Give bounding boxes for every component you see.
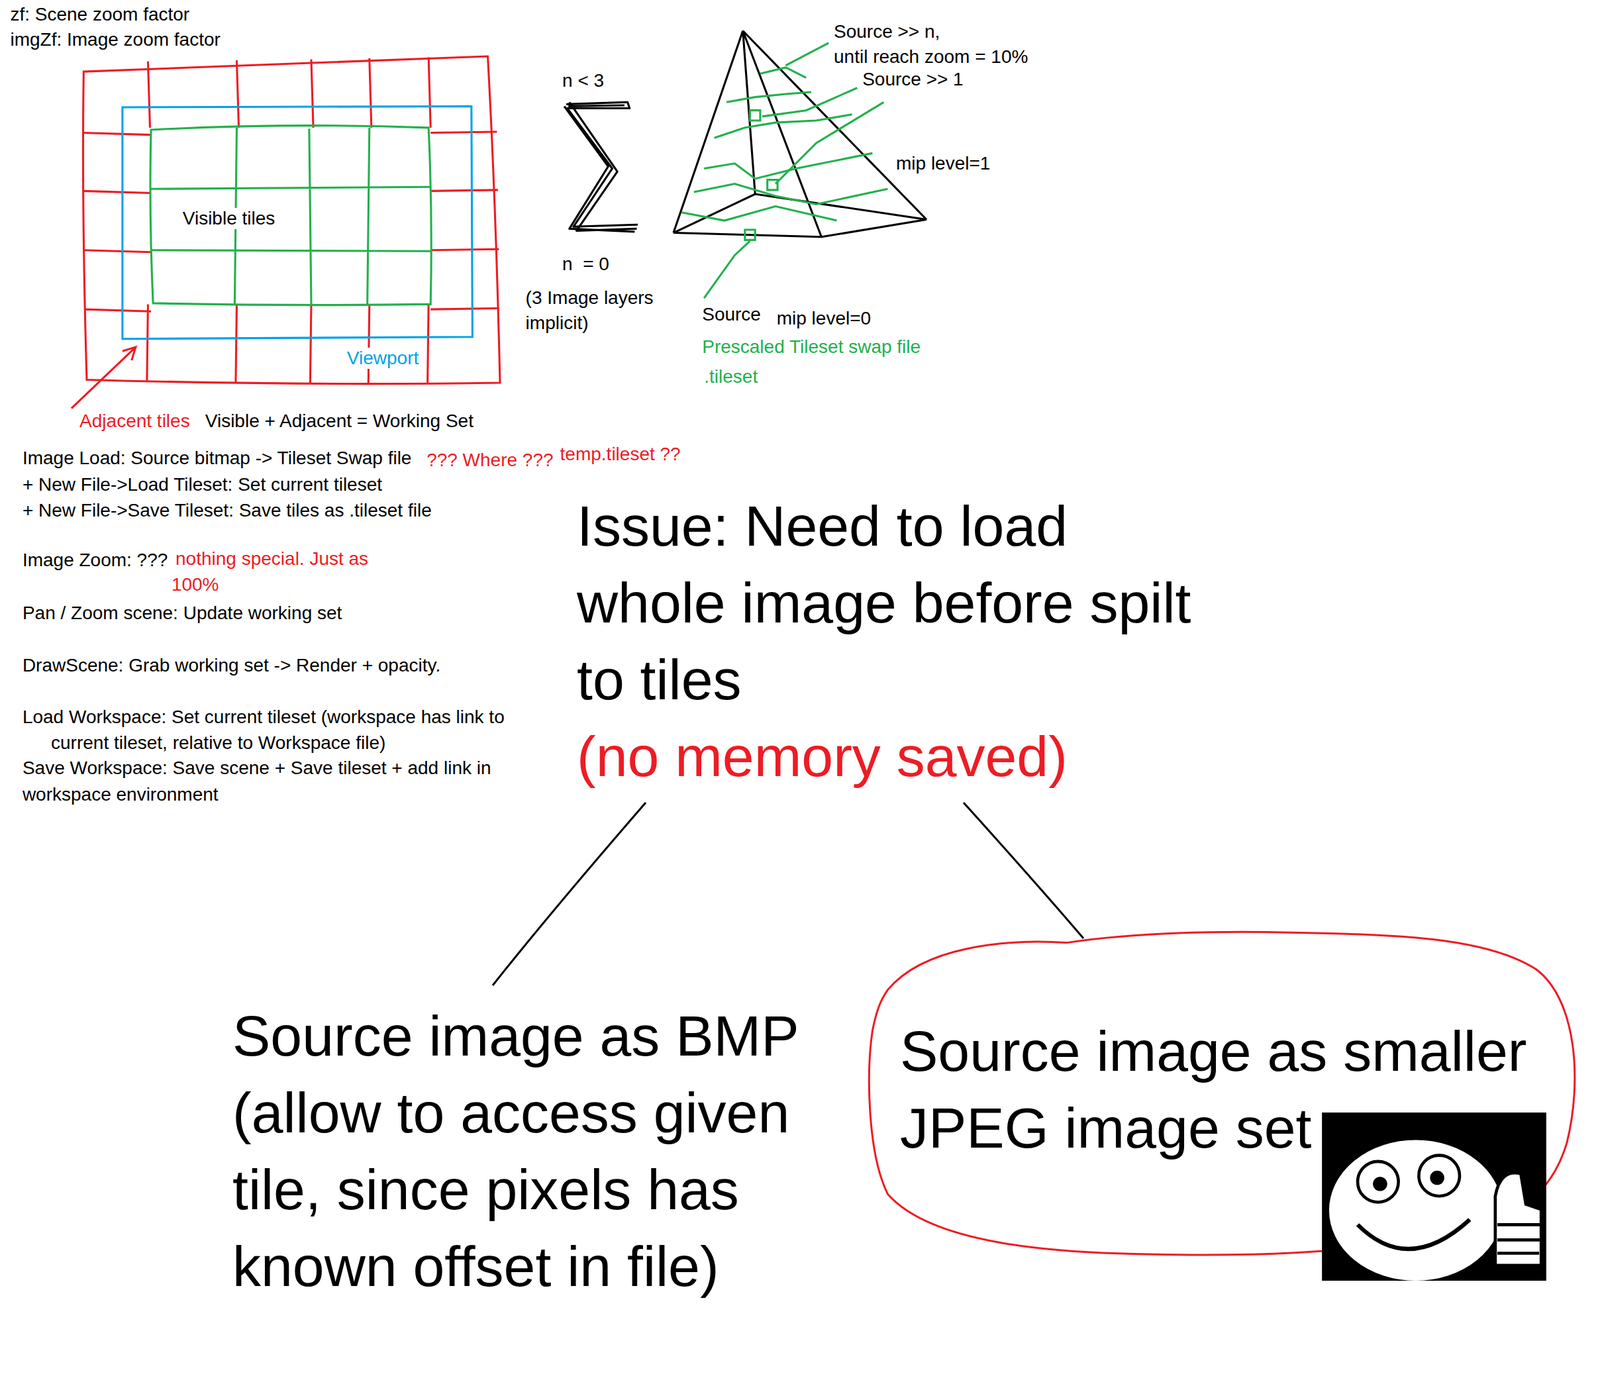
note-label: nothing special. Just as (175, 548, 369, 570)
note-label: imgZf: Image zoom factor (9, 29, 220, 51)
option-note: Source image as BMP (allow to access giv… (232, 997, 855, 1305)
note-label: implicit) (525, 312, 589, 334)
face-smile (1357, 1219, 1470, 1250)
note-label: n = 0 (562, 253, 610, 275)
visible-tiles-outline (150, 125, 432, 306)
note-label: Image Zoom: ??? (22, 549, 168, 571)
note-label: Save Workspace: Save scene + Save tilese… (22, 757, 492, 779)
note-label: ??? Where ??? (426, 449, 553, 471)
note-label: until reach zoom = 10% (833, 46, 1028, 68)
note-label: Prescaled Tileset swap file (701, 336, 921, 358)
note-label: (3 Image layers (525, 287, 654, 309)
face-pupil (1429, 1170, 1445, 1186)
tile-markers (745, 110, 778, 241)
adjacent-tiles-outline (82, 56, 500, 385)
issue-note: Issue: Need to load whole image before s… (576, 487, 1213, 795)
note-label: + New File->Load Tileset: Set current ti… (22, 474, 383, 496)
note-label: mip level=1 (896, 152, 991, 175)
note-label: workspace environment (22, 784, 219, 806)
visible-tiles-grid (150, 127, 431, 305)
note-label: Image Load: Source bitmap -> Tileset Swa… (22, 447, 412, 469)
note-label: current tileset, relative to Workspace f… (50, 732, 386, 754)
sigma-symbol (564, 101, 638, 232)
face-head (1327, 1139, 1504, 1281)
connector-line (492, 802, 646, 986)
adjacent-tiles-grid (82, 57, 500, 385)
note-text: Issue: Need to load whole image before s… (576, 487, 1213, 718)
face-pupil (1372, 1176, 1388, 1192)
note-label: Viewport (345, 347, 421, 369)
note-label: + New File->Save Tileset: Save tiles as … (22, 500, 432, 522)
note-label: Source >> n, (833, 21, 940, 43)
note-label: Pan / Zoom scene: Update working set (22, 602, 342, 624)
note-label: n < 3 (562, 70, 604, 92)
note-label: Visible tiles (180, 207, 278, 230)
note-label: DrawScene: Grab working set -> Render + … (22, 654, 441, 677)
note-label: .tileset (703, 366, 758, 388)
note-label: temp.tileset ?? (560, 443, 681, 465)
face-eye (1418, 1155, 1460, 1197)
note-text: Source image as BMP (allow to access giv… (232, 997, 855, 1305)
face-thumb (1495, 1172, 1542, 1266)
viewport-rectangle (122, 105, 473, 339)
meme-face (1321, 1112, 1547, 1281)
note-label: 100% (171, 574, 220, 596)
note-label: zf: Scene zoom factor (9, 3, 190, 26)
note-label: Load Workspace: Set current tileset (wor… (22, 706, 505, 728)
note-text: (no memory saved) (576, 717, 1213, 795)
mip-level-slices (681, 67, 888, 221)
leader-lines (703, 43, 884, 299)
face-eye (1357, 1161, 1399, 1203)
connector-line (963, 802, 1084, 939)
note-label: Adjacent tiles (77, 410, 193, 432)
note-label: Source (701, 303, 761, 326)
note-label: Source >> 1 (862, 68, 964, 91)
note-label: Visible + Adjacent = Working Set (205, 410, 474, 432)
note-label: mip level=0 (776, 307, 871, 330)
leader-arrow (71, 347, 136, 408)
